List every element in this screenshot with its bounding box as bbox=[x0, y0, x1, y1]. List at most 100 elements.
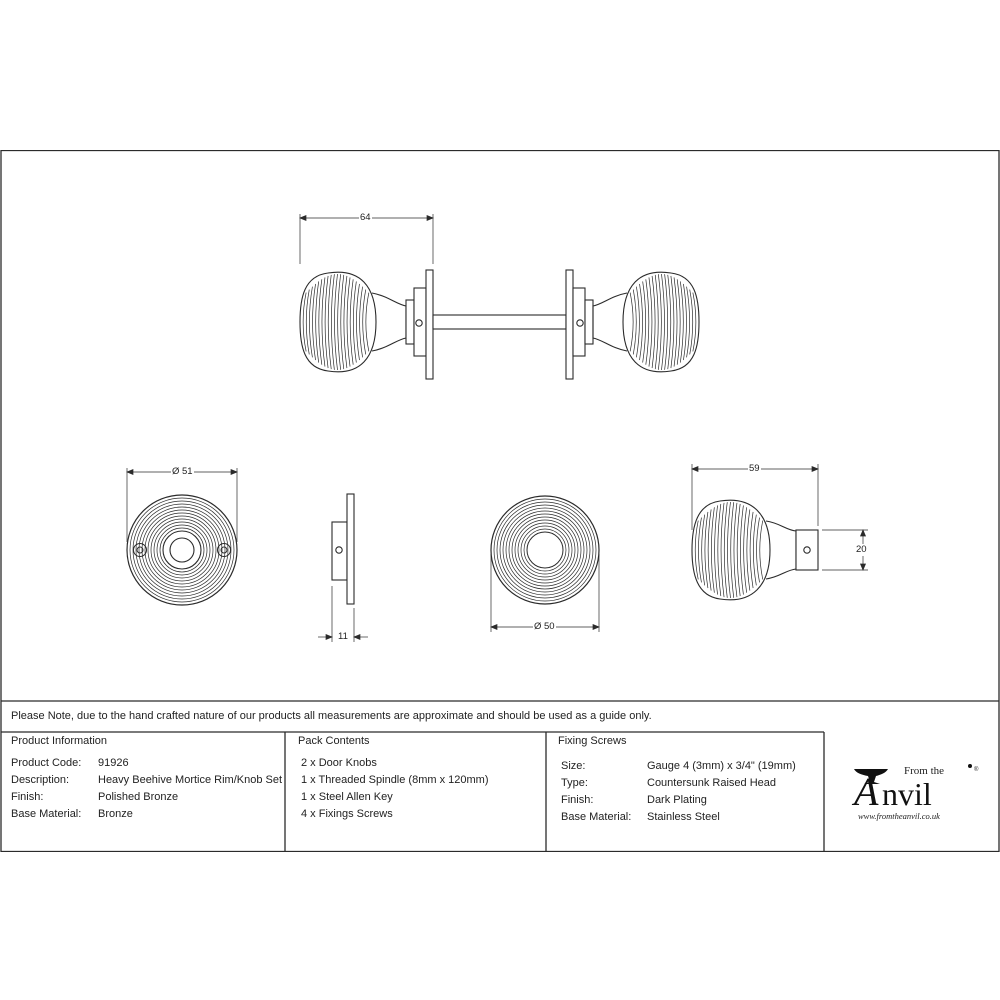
ridge-line bbox=[707, 509, 712, 591]
right-knob-body bbox=[622, 271, 700, 373]
ridge-line bbox=[331, 274, 335, 370]
dim-label-rose-diameter: Ø 51 bbox=[171, 466, 194, 478]
ridge-line bbox=[651, 275, 656, 369]
ridge-line bbox=[365, 292, 370, 352]
ridge-line bbox=[639, 283, 643, 361]
finish-label: Finish: bbox=[11, 791, 44, 803]
knob-front-view bbox=[490, 495, 600, 632]
pack-item: 1 x Steel Allen Key bbox=[301, 791, 393, 803]
left-grub-screw-icon bbox=[415, 319, 423, 327]
ring-line bbox=[129, 497, 235, 603]
ring-line bbox=[520, 525, 570, 575]
ridge-line bbox=[321, 277, 326, 367]
ridge-line bbox=[711, 507, 715, 593]
logo-brand-rest: nvil bbox=[882, 776, 932, 812]
left-knob-body bbox=[299, 271, 377, 373]
product-code-value: 91926 bbox=[98, 757, 129, 769]
ring-line bbox=[141, 509, 223, 591]
screw-finish-value: Dark Plating bbox=[647, 794, 707, 806]
ring-line bbox=[135, 503, 229, 597]
ridge-line bbox=[753, 514, 757, 586]
ridge-line bbox=[670, 275, 675, 369]
pack-item: 4 x Fixings Screws bbox=[301, 808, 393, 820]
ridge-line bbox=[318, 279, 323, 365]
ridge-line bbox=[312, 283, 316, 361]
ridge-line bbox=[359, 286, 363, 358]
anvil-icon bbox=[854, 769, 888, 784]
ridge-line bbox=[661, 273, 665, 371]
right-rose-flange bbox=[565, 269, 574, 380]
ridge-line bbox=[315, 281, 320, 363]
ridge-line bbox=[645, 279, 650, 365]
right-grub-screw-icon bbox=[576, 319, 584, 327]
ridge-line bbox=[717, 503, 722, 597]
ridge-line bbox=[629, 292, 634, 352]
ridge-line bbox=[698, 517, 702, 583]
ridge-line bbox=[676, 279, 681, 365]
screw-material-value: Stainless Steel bbox=[647, 811, 720, 823]
pack-item: 2 x Door Knobs bbox=[301, 757, 377, 769]
ridge-line bbox=[667, 274, 672, 370]
product-information-heading: Product Information bbox=[11, 735, 107, 747]
ring-line bbox=[514, 519, 576, 581]
ridge-line bbox=[346, 277, 351, 367]
ridge-line bbox=[749, 511, 754, 589]
ring-line bbox=[505, 510, 585, 590]
logo-dot-icon bbox=[968, 764, 972, 768]
ridge-line bbox=[759, 520, 764, 580]
finish-value: Polished Bronze bbox=[98, 791, 179, 803]
ridge-line bbox=[720, 502, 725, 598]
ridge-line bbox=[733, 502, 738, 598]
base-material-value: Bronze bbox=[98, 808, 133, 820]
product-code-label: Product Code: bbox=[11, 757, 82, 769]
ridge-line bbox=[349, 279, 354, 365]
screw-type-value: Countersunk Raised Head bbox=[647, 777, 777, 789]
ridge-line bbox=[723, 502, 728, 598]
dim-label-knob-diameter: Ø 50 bbox=[533, 621, 556, 633]
dim-line-knob-diameter bbox=[490, 554, 600, 632]
ring-line bbox=[508, 513, 582, 587]
dim-line-rose-diameter bbox=[126, 468, 238, 542]
logo-from-the: From the bbox=[904, 765, 944, 777]
ridge-line bbox=[692, 292, 697, 352]
ridge-line bbox=[654, 274, 659, 370]
ridge-line bbox=[340, 274, 345, 370]
ridge-line bbox=[309, 286, 313, 358]
logo-website: www.fromtheanvil.co.uk bbox=[858, 811, 940, 821]
ring-line bbox=[499, 504, 591, 596]
description-label: Description: bbox=[11, 774, 70, 786]
screw-size-value: Gauge 4 (3mm) x 3/4" (19mm) bbox=[647, 760, 796, 772]
ridge-line bbox=[694, 520, 699, 580]
sheet-frame bbox=[0, 150, 1000, 852]
ring-line bbox=[138, 506, 226, 594]
ring-line bbox=[496, 501, 594, 599]
ridge-line bbox=[343, 275, 348, 369]
ridge-line bbox=[305, 289, 310, 355]
knob-side-view bbox=[691, 464, 868, 601]
ridge-line bbox=[352, 281, 357, 363]
right-neck-collar bbox=[584, 299, 594, 345]
ridge-line bbox=[701, 514, 706, 586]
screw-size-label: Size: bbox=[561, 760, 586, 772]
left-neck-collar bbox=[405, 299, 415, 345]
ring-line bbox=[511, 516, 579, 584]
drawing-canvas bbox=[0, 150, 1000, 852]
ridge-line bbox=[743, 507, 747, 593]
ridge-line bbox=[679, 281, 684, 363]
ring-line bbox=[517, 522, 573, 578]
ridge-line bbox=[683, 283, 687, 361]
ridge-line bbox=[636, 286, 640, 358]
dim-line-rose-depth bbox=[318, 586, 368, 642]
ridge-line bbox=[327, 274, 332, 370]
ridge-line bbox=[686, 286, 690, 358]
screw-type-label: Type: bbox=[561, 777, 588, 789]
ridge-line bbox=[689, 289, 694, 355]
ridge-line bbox=[362, 289, 367, 355]
dim-label-knob-length: 59 bbox=[748, 463, 761, 475]
ring-line bbox=[147, 515, 217, 585]
ridge-line bbox=[727, 501, 731, 599]
rose-side-view bbox=[318, 493, 368, 642]
ridge-line bbox=[714, 505, 718, 595]
ridge-line bbox=[648, 277, 653, 367]
dim-label-rose-depth: 11 bbox=[337, 631, 349, 643]
